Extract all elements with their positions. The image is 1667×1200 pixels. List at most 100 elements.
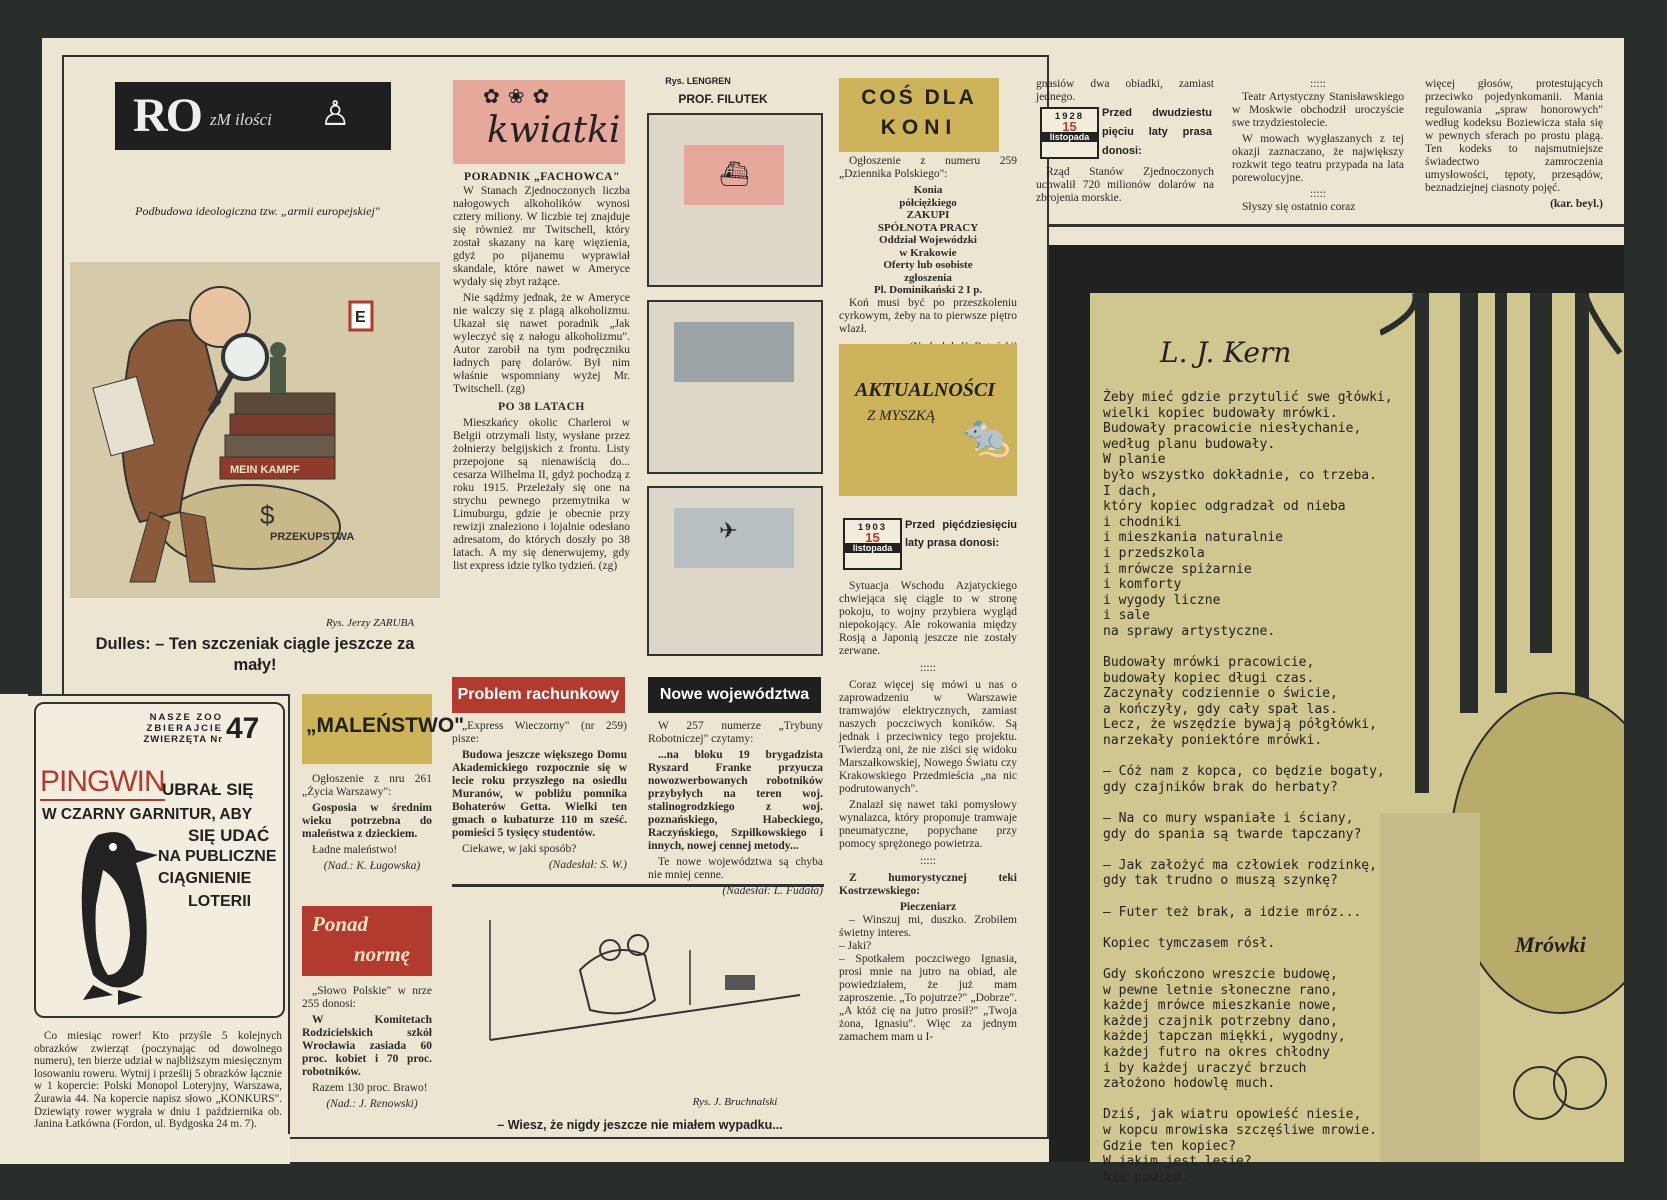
nowe-header: Nowe województwa <box>648 677 821 713</box>
top-right-p5: więcej głosów, protestujących przeciwko … <box>1425 78 1603 194</box>
zoo-title-3: SIĘ UDAĆ <box>188 826 270 845</box>
malenstwo-header: „MALEŃSTWO" <box>302 694 464 764</box>
zoo-frame-top <box>28 694 288 696</box>
zoo-body: Co miesiąc rower! Kto przyśle 5 kolejnyc… <box>34 1030 282 1131</box>
nowe-col: W 257 numerze „Trybuny Robotniczej" czyt… <box>648 720 823 901</box>
dulles-caption: Dulles: – Ten szczeniak ciągle jeszcze z… <box>95 635 415 674</box>
top-right-p3: W mowach wygłaszanych z tej okazji zazna… <box>1232 133 1404 184</box>
top-right-date-month: listopada <box>1042 132 1097 142</box>
konie-ad-1: Konia <box>913 184 943 196</box>
zoo-title-1: UBRAŁ SIĘ <box>162 780 254 799</box>
aktualnosci-col: Sytuacja Wschodu Azjatyckiego chwiejąca … <box>839 580 1017 1047</box>
zaruba-cartoon: PRZEKUPSTWA $ MEIN KAMPF E <box>70 262 440 598</box>
dollar-icon: $ <box>260 500 275 530</box>
konie-ad-5: Oddział Wojewódzki <box>879 234 977 246</box>
top-right-sep: ::::: <box>1310 78 1326 90</box>
top-right-col-3: więcej głosów, protestujących przeciwko … <box>1425 78 1603 214</box>
cartoon-top-caption: Podbudowa ideologiczna tzw. „armii europ… <box>135 204 380 218</box>
konie-ad-3: ZAKUPI <box>906 209 950 221</box>
aktualnosci-p3: Znalazł się nawet taki pomysłowy wynalaz… <box>839 799 1017 850</box>
bruchnalski-top-rule <box>452 884 824 887</box>
flag-e-label: E <box>355 309 366 326</box>
top-right-col-2: ::::: Teatr Artystyczny Stanisławskiego … <box>1232 78 1404 217</box>
penguin-icon <box>58 825 178 1015</box>
filutek-panel-2 <box>647 300 823 474</box>
zoo-header-line3: ZWIERZĘTA Nr <box>143 734 223 745</box>
aktualnosci-sep: ::::: <box>920 662 936 674</box>
zoo-header: NASZE ZOO ZBIERAJCIE ZWIERZĘTA Nr <box>103 712 223 745</box>
zoo-title-6: LOTERII <box>188 893 252 910</box>
rozmaitosci-ro: RO <box>133 89 203 142</box>
zaruba-credit: Rys. Jerzy ZARUBA <box>325 617 415 629</box>
konie-header: COŚ DLA KONI <box>839 78 999 152</box>
filutek-panel-1: ⛴ <box>647 113 823 287</box>
zoo-title-5: CIĄGNIENIE <box>158 870 252 887</box>
top-right-lead: Przed dwudziestu pięciu laty prasa donos… <box>1102 107 1212 157</box>
zoo-header-line2: ZBIERAJCIE <box>146 723 223 734</box>
top-right-date: 1928 15 listopada <box>1040 107 1099 159</box>
konie-col: Ogłoszenie z numeru 259 „Dziennika Polsk… <box>839 155 1017 357</box>
ponad-comment: Razem 130 proc. Brawo! <box>312 1082 428 1094</box>
cartoon-label-mein-kampf: MEIN KAMPF <box>230 464 300 476</box>
flower-icons: ✿❀✿ <box>483 86 558 108</box>
ponad-intro: „Słowo Polskie" w nrze 255 donosi: <box>302 985 432 1010</box>
left-frame-bottom <box>270 1137 1047 1139</box>
ponad-quote: W Komitetach Rodzicielskich szkół Wrocła… <box>302 1014 432 1078</box>
top-right-p2: Teatr Artystyczny Stanisławskiego w Mosk… <box>1232 91 1404 129</box>
top-right-cont: gnasiów dwa obiadki, zamiast jednego. <box>1036 78 1214 103</box>
kwiatki-h2: PO 38 LATACH <box>498 401 585 413</box>
nowe-intro: W 257 numerze „Trybuny Robotniczej" czyt… <box>648 720 823 745</box>
bruchnalski-credit: Rys. J. Bruchnalski <box>692 1096 778 1108</box>
konie-intro: Ogłoszenie z numeru 259 „Dziennika Polsk… <box>839 155 1017 180</box>
filutek-screen-3 <box>674 508 794 568</box>
konie-ad-8: zgłoszenia <box>904 271 952 284</box>
plane-icon: ✈ <box>719 518 738 543</box>
malenstwo-title: „MALEŃSTWO" <box>306 714 465 737</box>
malenstwo-sig: (Nad.: K. Ługowska) <box>323 860 421 872</box>
aktualnosci-date: 1903 15 listopada <box>843 518 902 570</box>
kwiatki-p1: W Stanach Zjednoczonych liczba nałogowyc… <box>453 185 630 288</box>
kwiatki-title: kwiatki <box>487 110 621 151</box>
problem-comment: Ciekawe, w jaki sposób? <box>462 843 577 855</box>
ponad-header: Ponad normę <box>302 906 432 976</box>
kern-poem: Żeby mieć gdzie przytulić swe główki, wi… <box>1103 390 1393 1185</box>
left-frame-left <box>62 55 64 695</box>
konie-ad: Konia półciężkiego ZAKUPI SPÓŁNOTA PRACY… <box>839 184 1017 297</box>
aktualnosci-date-day: 15 <box>865 530 880 545</box>
forest-illustration <box>1378 292 1667 1162</box>
kern-title: Mrówki <box>1515 932 1586 957</box>
aktualnosci-p4-head: Z humorystycznej teki Kostrzewskiego: <box>839 872 1017 897</box>
konie-ad-6: w Krakowie <box>899 246 957 259</box>
konie-ad-4: SPÓŁNOTA PRACY <box>877 221 979 234</box>
konie-title-2: KONI <box>880 116 958 139</box>
mouse-icon: 🐀 <box>961 413 1011 458</box>
zoo-frame-right <box>288 694 290 1134</box>
aktualnosci-title-1: AKTUALNOŚCI <box>855 379 996 401</box>
problem-col: „Express Wieczorny" (nr 259) pisze: Budo… <box>452 720 627 875</box>
nowe-comment: Te nowe województwa są chyba nie mniej c… <box>648 856 823 881</box>
kwiatki-p3: Mieszkańcy okolic Charleroi w Belgii otr… <box>453 417 630 572</box>
zoo-card <box>34 702 285 1018</box>
aktualnosci-lead: Przed pięćdziesięciu laty prasa donosi: <box>905 519 1017 549</box>
filutek-title: PROF. FILUTEK <box>678 92 768 106</box>
top-right-date-day: 15 <box>1062 119 1077 134</box>
ponad-title-1: Ponad <box>312 912 369 936</box>
ant-figure-icon: ♙ <box>320 96 351 133</box>
konie-ad-9: Pl. Dominikański 2 I p. <box>873 284 983 296</box>
zoo-title-2: W CZARNY GARNITUR, ABY <box>42 806 253 823</box>
aktualnosci-header: AKTUALNOŚCI Z MYSZKĄ 🐀 <box>839 344 1017 496</box>
malenstwo-intro: Ogłoszenie z nru 261 „Życia Warszawy": <box>302 773 432 798</box>
zoo-title-word: PINGWIN <box>40 765 166 801</box>
ponad-sig: (Nad.: J. Renowski) <box>326 1098 418 1110</box>
nowe-sig: (Nadesłał: L. Fudała) <box>722 885 823 897</box>
filutek-screen-1 <box>684 145 784 205</box>
aktualnosci-p4: – Winszuj mi, duszko. Zrobiłem świetny i… <box>839 914 1017 1043</box>
aktualnosci-title-2: Z MYSZKĄ <box>867 408 935 424</box>
kwiatki-col: W Stanach Zjednoczonych liczba nałogowyc… <box>453 185 630 576</box>
filutek-credit: Rys. LENGREN <box>665 76 731 86</box>
ponad-title-2: normę <box>354 942 411 966</box>
aktualnosci-p4-title: Pieczeniarz <box>899 901 957 913</box>
kwiatki-p2: Nie sądźmy jednak, że w Ameryce nie walc… <box>453 292 630 395</box>
left-frame-right <box>1047 55 1049 1139</box>
top-right-date-year: 1928 <box>1054 111 1085 122</box>
